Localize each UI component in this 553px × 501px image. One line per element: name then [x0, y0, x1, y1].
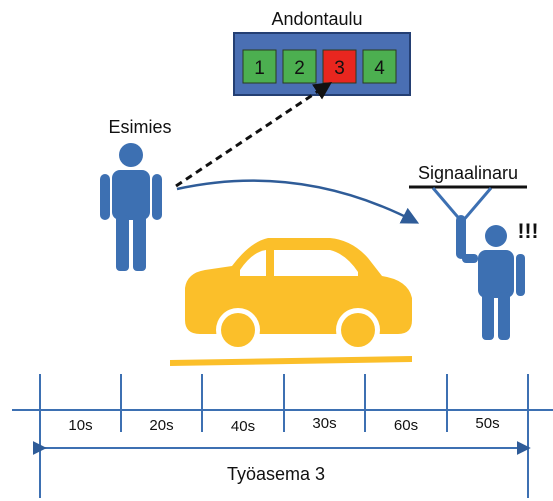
- station-label: Työasema 3: [227, 464, 325, 484]
- timeline-segment-label: 30s: [312, 415, 336, 432]
- curved-arrow-to-worker: [176, 179, 420, 224]
- andon-cell-label-1: 1: [254, 58, 265, 79]
- timeline-segment-label: 60s: [394, 417, 418, 434]
- dashed-arrow-to-board: [175, 82, 332, 188]
- timeline-segment-label: 20s: [149, 417, 173, 434]
- andon-cell-label-2: 2: [294, 58, 305, 79]
- andon-board-title: Andontaulu: [271, 9, 362, 29]
- andon-cell-2: [282, 49, 317, 84]
- andon-cell-4: [362, 49, 397, 84]
- timeline: 10s 20s 40s 30s 60s 50s Työasema 3: [12, 374, 553, 498]
- supervisor: Esimies: [100, 117, 172, 271]
- timeline-ticks: [39, 374, 529, 498]
- supervisor-label: Esimies: [108, 117, 171, 137]
- supervisor-person-icon: [100, 143, 162, 271]
- andon-cells: 1 2 3 4: [242, 49, 397, 84]
- andon-cell-3: [322, 49, 357, 84]
- signal-cord-group: Signaalinaru !!!: [409, 163, 538, 340]
- car-platform: [170, 356, 412, 366]
- timeline-segment-label: 50s: [475, 415, 499, 432]
- alert-mark: !!!: [518, 220, 539, 243]
- timeline-segment-labels: 10s 20s 40s 30s 60s 50s: [68, 415, 499, 435]
- andon-cell-1: [242, 49, 277, 84]
- timeline-segment-label: 40s: [231, 418, 255, 435]
- signal-cord-label: Signaalinaru: [418, 163, 518, 183]
- worker-person-icon: [456, 215, 525, 340]
- andon-cell-label-3: 3: [334, 58, 345, 79]
- andon-cell-label-4: 4: [374, 58, 385, 79]
- car-icon: [170, 238, 412, 366]
- timeline-segment-label: 10s: [68, 417, 92, 434]
- andon-board: Andontaulu 1 2 3 4: [233, 9, 411, 96]
